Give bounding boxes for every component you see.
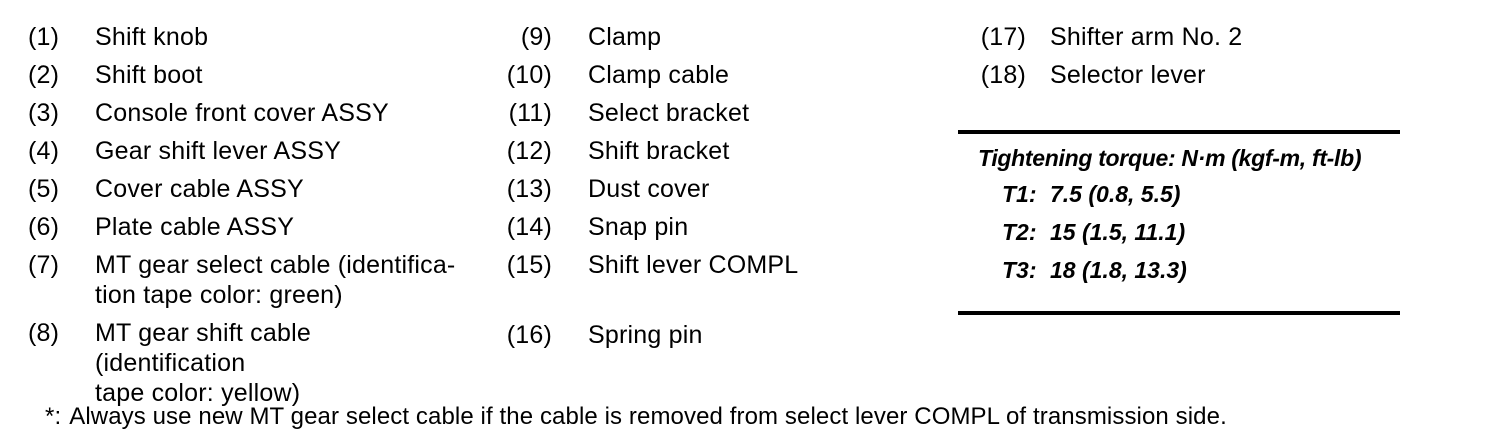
part-item-16: (16) Spring pin <box>498 320 938 350</box>
part-label: Clamp <box>588 23 662 51</box>
part-number: (1) <box>28 23 60 51</box>
part-item-12: (12) Shift bracket <box>498 136 938 166</box>
parts-column-3: (17) Shifter arm No. 2 (18) Selector lev… <box>970 22 1430 98</box>
part-label: Select bracket <box>588 99 750 127</box>
torque-table-title: Tightening torque: N·m (kgf-m, ft-lb) <box>978 145 1362 171</box>
part-item-3: (3) Console front cover ASSY <box>28 98 468 128</box>
part-label: Spring pin <box>588 321 703 349</box>
part-label: Shift bracket <box>588 137 730 165</box>
part-label: Selector lever <box>1050 61 1206 89</box>
torque-value: 15 (1.5, 11.1) <box>1050 219 1186 245</box>
part-item-10: (10) Clamp cable <box>498 60 938 90</box>
torque-value: 18 (1.8, 13.3) <box>1050 257 1187 283</box>
part-number: (15) <box>506 251 552 279</box>
part-number: (5) <box>28 175 60 203</box>
torque-table: Tightening torque: N·m (kgf-m, ft-lb) T1… <box>958 130 1400 315</box>
part-number: (14) <box>506 213 552 241</box>
part-number: (2) <box>28 61 60 89</box>
part-item-18: (18) Selector lever <box>970 60 1430 90</box>
part-item-11: (11) Select bracket <box>498 98 938 128</box>
part-label: Cover cable ASSY <box>95 175 304 203</box>
part-label: MT gear select cable (identifica- tion t… <box>95 251 456 309</box>
part-label: Shift boot <box>95 61 203 89</box>
part-label: MT gear shift cable (identification tape… <box>95 319 311 407</box>
torque-label: T3: <box>1002 257 1037 283</box>
part-number: (7) <box>28 251 60 279</box>
part-number: (16) <box>506 321 552 349</box>
footnote-marker: *: <box>45 403 62 430</box>
part-label: Dust cover <box>588 175 710 203</box>
part-item-15: (15) Shift lever COMPL <box>498 250 938 280</box>
part-item-9: (9) Clamp <box>498 22 938 52</box>
part-item-13: (13) Dust cover <box>498 174 938 204</box>
part-item-8: (8) MT gear shift cable (identification … <box>28 318 468 408</box>
part-label: Shifter arm No. 2 <box>1050 23 1243 51</box>
part-number: (12) <box>506 137 552 165</box>
part-item-1: (1) Shift knob <box>28 22 468 52</box>
part-number: (17) <box>980 23 1026 51</box>
part-number: (4) <box>28 137 60 165</box>
part-item-2: (2) Shift boot <box>28 60 468 90</box>
part-number: (13) <box>506 175 552 203</box>
part-number: (9) <box>520 23 552 51</box>
part-label: Shift lever COMPL <box>588 251 799 279</box>
torque-row-t1: T1: 7.5 (0.8, 5.5) <box>958 179 1400 209</box>
part-item-6: (6) Plate cable ASSY <box>28 212 468 242</box>
torque-row-t3: T3: 18 (1.8, 13.3) <box>958 255 1400 285</box>
part-item-17: (17) Shifter arm No. 2 <box>970 22 1430 52</box>
footnote: *: Always use new MT gear select cable if… <box>45 402 1227 432</box>
part-label: Shift knob <box>95 23 209 51</box>
part-number: (3) <box>28 99 60 127</box>
part-label: Clamp cable <box>588 61 730 89</box>
part-item-5: (5) Cover cable ASSY <box>28 174 468 204</box>
part-label: Snap pin <box>588 213 689 241</box>
torque-row-t2: T2: 15 (1.5, 11.1) <box>958 217 1400 247</box>
footnote-text: Always use new MT gear select cable if t… <box>69 403 1227 430</box>
part-number: (10) <box>506 61 552 89</box>
torque-value: 7.5 (0.8, 5.5) <box>1050 181 1181 207</box>
part-number: (6) <box>28 213 60 241</box>
torque-label: T1: <box>1002 181 1037 207</box>
part-item-14: (14) Snap pin <box>498 212 938 242</box>
part-item-4: (4) Gear shift lever ASSY <box>28 136 468 166</box>
part-label: Gear shift lever ASSY <box>95 137 341 165</box>
parts-column-1: (1) Shift knob (2) Shift boot (3) Consol… <box>28 22 468 416</box>
part-number: (8) <box>28 319 60 347</box>
parts-column-2: (9) Clamp (10) Clamp cable (11) Select b… <box>498 22 938 358</box>
part-number: (18) <box>980 61 1026 89</box>
torque-label: T2: <box>1002 219 1037 245</box>
part-number: (11) <box>508 99 552 127</box>
part-label: Console front cover ASSY <box>95 99 389 127</box>
part-label: Plate cable ASSY <box>95 213 295 241</box>
part-item-7: (7) MT gear select cable (identifica- ti… <box>28 250 468 310</box>
